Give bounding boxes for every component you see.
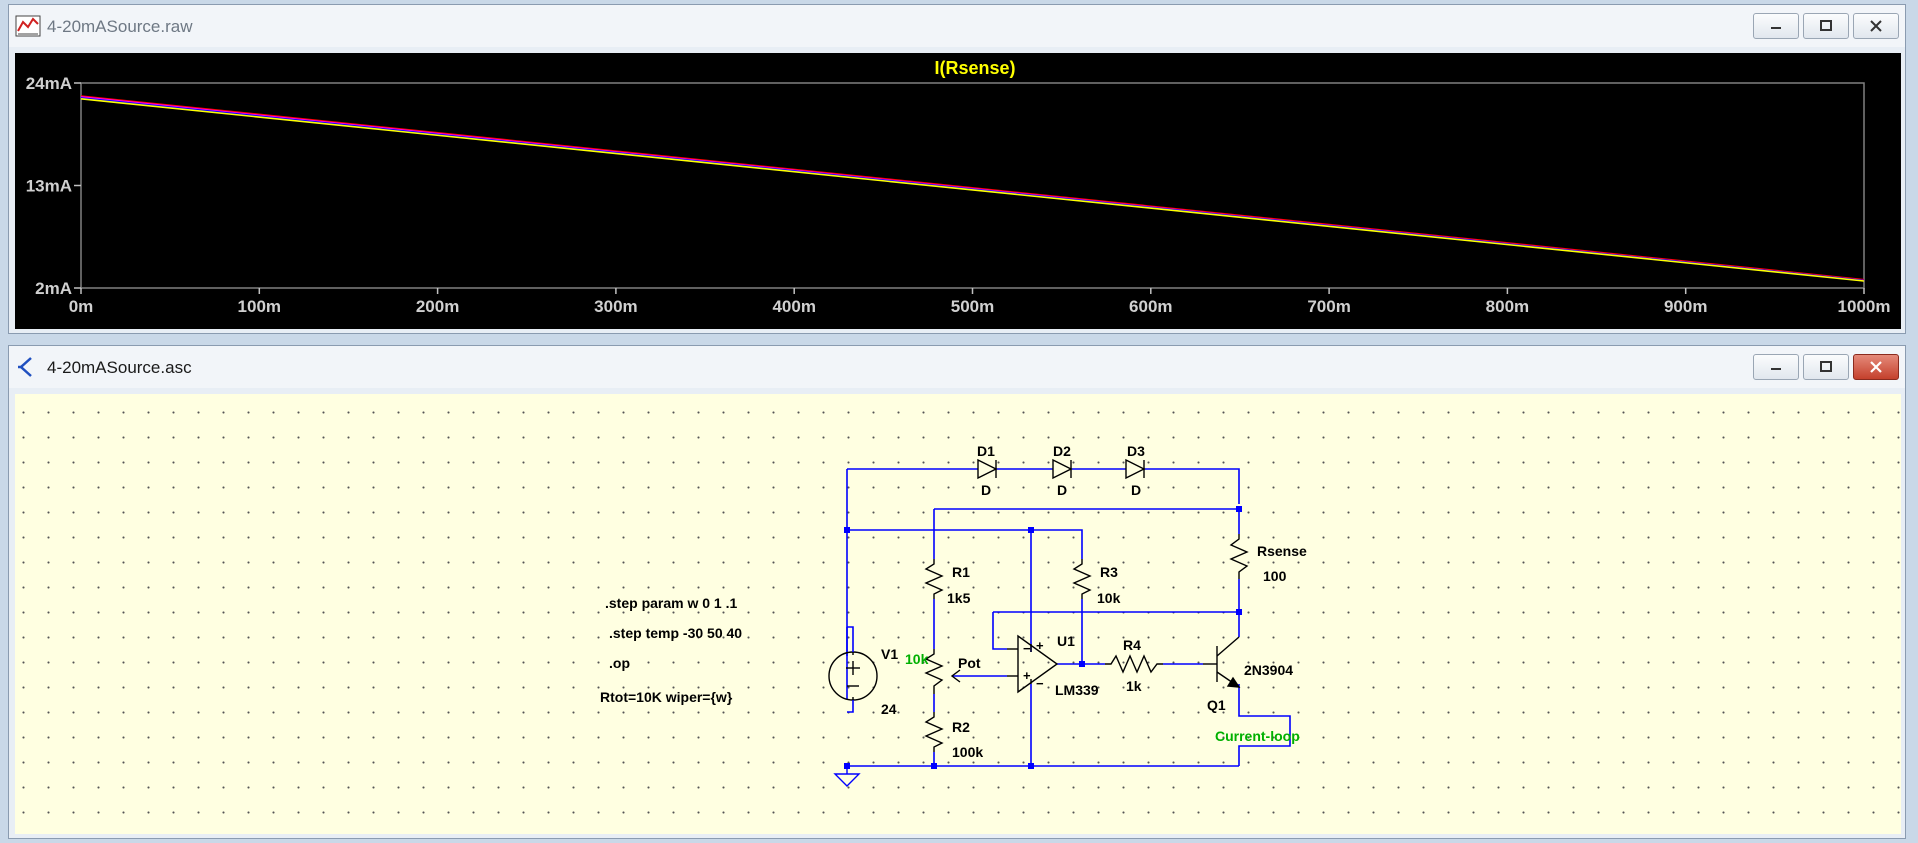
q1-name[interactable]: Q1	[1207, 697, 1226, 713]
close-button[interactable]	[1853, 354, 1899, 380]
minimize-icon	[1771, 368, 1781, 370]
pot-name[interactable]: Pot	[958, 655, 981, 671]
minimize-button[interactable]	[1753, 354, 1799, 380]
x-tick-label: 300m	[594, 297, 637, 316]
schematic-canvas[interactable]: D1 D D2 D D3 D R1 1k5 R3 10k Rsense 100	[15, 394, 1901, 834]
close-button[interactable]	[1853, 13, 1899, 39]
maximize-button[interactable]	[1803, 13, 1849, 39]
opamp-u1[interactable]	[1007, 634, 1059, 694]
directive-step-param[interactable]: .step param w 0 1 .1	[605, 595, 737, 611]
waveform-window[interactable]: 4-20mASource.raw I(Rsense) 24mA 13mA 2mA 0…	[8, 4, 1906, 334]
ground-icon[interactable]	[833, 766, 861, 787]
pot-value[interactable]: 10k	[905, 651, 929, 667]
x-tick-label: 200m	[416, 297, 459, 316]
x-tick-label: 100m	[238, 297, 281, 316]
rsense-name[interactable]: Rsense	[1257, 543, 1307, 559]
opamp-pin-signs: − + + −	[1023, 638, 1044, 691]
q1-model[interactable]: 2N3904	[1244, 662, 1293, 678]
y-tick-label: 13mA	[26, 177, 72, 196]
x-tick-label: 0m	[69, 297, 94, 316]
pot-wiper-arrow	[950, 669, 961, 683]
svg-text:+: +	[1036, 638, 1044, 653]
x-tick-label: 800m	[1486, 297, 1529, 316]
schematic-window[interactable]: 4-20mASource.asc	[8, 345, 1906, 839]
x-tick-label: 700m	[1307, 297, 1350, 316]
schematic-drawing[interactable]: D1 D D2 D D3 D R1 1k5 R3 10k Rsense 100	[15, 394, 1901, 834]
plot-frame	[80, 82, 1865, 289]
r2-name[interactable]: R2	[952, 719, 970, 735]
schematic-titlebar[interactable]: 4-20mASource.asc	[9, 346, 1905, 388]
u1-model[interactable]: LM339	[1055, 682, 1099, 698]
directive-op[interactable]: .op	[609, 655, 630, 671]
x-tick-label: 500m	[951, 297, 994, 316]
maximize-button[interactable]	[1803, 354, 1849, 380]
svg-text:−: −	[1036, 676, 1044, 691]
resistor-rsense[interactable]	[1229, 534, 1249, 579]
spice-directives[interactable]: .step param w 0 1 .1 .step temp -30 50 4…	[600, 595, 742, 705]
resistor-r3[interactable]	[1072, 559, 1092, 599]
x-tick-label: 400m	[772, 297, 815, 316]
r3-name[interactable]: R3	[1100, 564, 1118, 580]
r1-name[interactable]: R1	[952, 564, 970, 580]
v1-top-lead	[847, 626, 854, 652]
v1-value[interactable]: 24	[881, 701, 897, 717]
close-icon	[1870, 20, 1882, 32]
x-tick-label: 1000m	[1838, 297, 1891, 316]
minimize-button[interactable]	[1753, 13, 1799, 39]
d2-name[interactable]: D2	[1053, 443, 1071, 459]
waveform-app-icon	[15, 15, 41, 37]
trace-label[interactable]: I(Rsense)	[934, 58, 1015, 78]
voltage-source-v1[interactable]	[828, 651, 878, 701]
x-tick-label: 900m	[1664, 297, 1707, 316]
close-icon	[1870, 361, 1882, 373]
u1-name[interactable]: U1	[1057, 633, 1075, 649]
waveform-plot-pane[interactable]: I(Rsense) 24mA 13mA 2mA 0m 100m 200m 300m 400m…	[15, 53, 1901, 329]
r2-value[interactable]: 100k	[952, 744, 983, 760]
y-tick-label: 2mA	[35, 279, 72, 298]
waveform-chart[interactable]: I(Rsense) 24mA 13mA 2mA 0m 100m 200m 300m 400m…	[15, 53, 1901, 329]
v1-name[interactable]: V1	[881, 646, 898, 662]
d2-model[interactable]: D	[1057, 482, 1067, 498]
r3-value[interactable]: 10k	[1097, 590, 1121, 606]
net-label-current-loop[interactable]: Current-loop	[1215, 728, 1300, 744]
potentiometer[interactable]	[924, 649, 944, 694]
x-tick-label: 600m	[1129, 297, 1172, 316]
svg-text:−: −	[1023, 641, 1031, 656]
diode-d1[interactable]	[977, 458, 998, 480]
trace-line-4[interactable]	[80, 98, 1865, 282]
d1-model[interactable]: D	[981, 482, 991, 498]
trace-line-1[interactable]	[80, 95, 1865, 281]
maximize-icon	[1820, 361, 1832, 372]
d1-name[interactable]: D1	[977, 443, 995, 459]
diode-d3[interactable]	[1125, 458, 1146, 480]
resistor-r2[interactable]	[924, 712, 944, 752]
d3-name[interactable]: D3	[1127, 443, 1145, 459]
directive-step-temp[interactable]: .step temp -30 50 40	[609, 625, 742, 641]
schematic-app-icon	[18, 357, 32, 377]
r4-name[interactable]: R4	[1123, 637, 1141, 653]
maximize-icon	[1820, 20, 1832, 31]
r1-value[interactable]: 1k5	[947, 590, 971, 606]
svg-text:+: +	[1023, 668, 1031, 683]
resistor-r1[interactable]	[924, 559, 944, 599]
wires[interactable]	[846, 468, 1291, 767]
directive-rtot[interactable]: Rtot=10K wiper={w}	[600, 689, 733, 705]
r4-value[interactable]: 1k	[1126, 678, 1142, 694]
diode-d2[interactable]	[1052, 458, 1073, 480]
v1-bottom-lead	[847, 700, 854, 713]
transistor-q1[interactable]	[1203, 636, 1241, 688]
resistor-r4[interactable]	[1105, 654, 1163, 674]
rsense-value[interactable]: 100	[1263, 568, 1287, 584]
schematic-window-title: 4-20mASource.asc	[47, 358, 192, 377]
minimize-icon	[1771, 27, 1781, 29]
waveform-window-title: 4-20mASource.raw	[47, 17, 193, 36]
waveform-titlebar[interactable]: 4-20mASource.raw	[9, 5, 1905, 47]
y-tick-label: 24mA	[26, 74, 72, 93]
d3-model[interactable]: D	[1131, 482, 1141, 498]
